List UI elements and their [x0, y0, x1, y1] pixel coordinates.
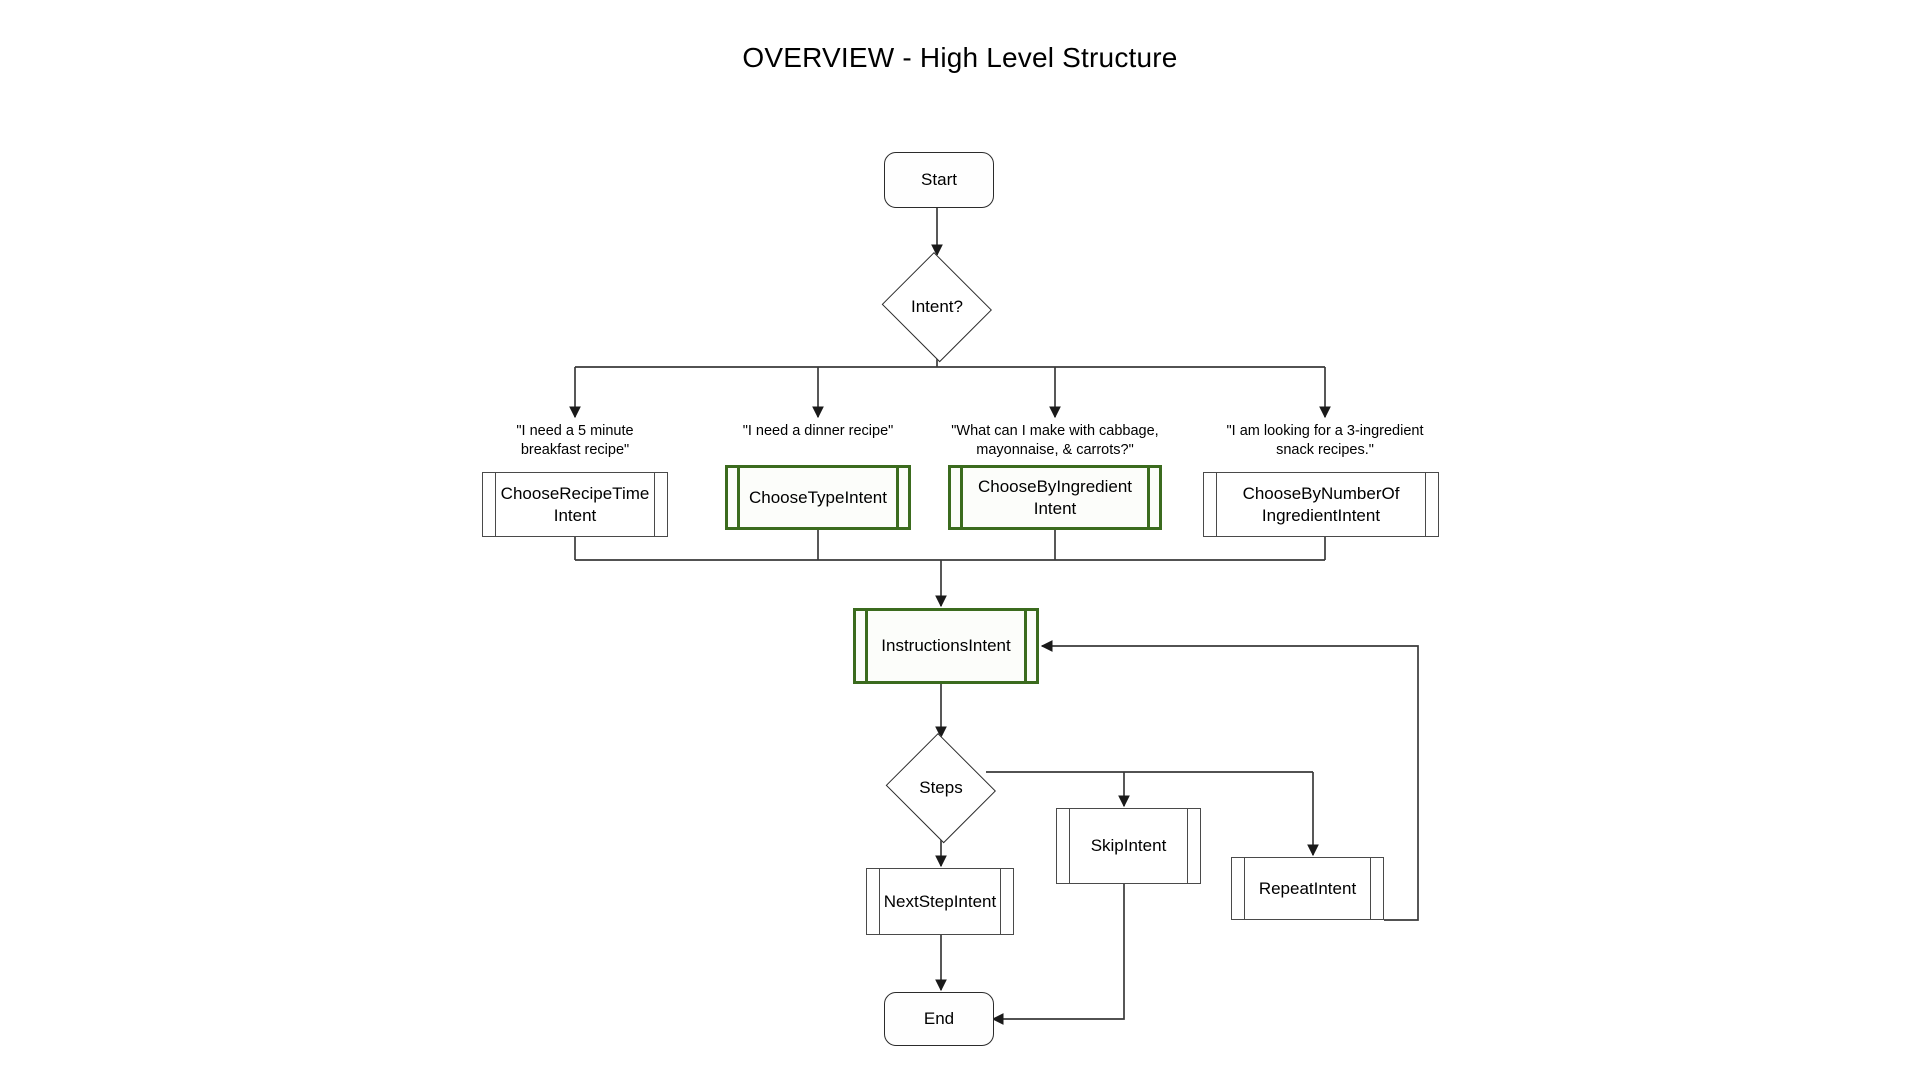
process-bar-left	[960, 468, 963, 527]
node-choose-by-ingredient[interactable]: ChooseByIngredient Intent	[948, 465, 1162, 530]
node-next-step-intent[interactable]: NextStepIntent	[866, 868, 1014, 935]
process-bar-right	[1024, 611, 1027, 681]
node-start-label: Start	[921, 170, 957, 190]
process-bar-right	[1000, 869, 1001, 934]
caption-line-2: mayonnaise, & carrots?"	[976, 441, 1134, 458]
process-bar-left	[1244, 858, 1245, 919]
process-bar-right	[896, 468, 899, 527]
node-steps-decision[interactable]: Steps	[883, 733, 999, 843]
caption-line-1: "I need a dinner recipe"	[742, 423, 894, 439]
process-bar-left	[1069, 809, 1070, 883]
process-bar-left	[1216, 473, 1217, 536]
label-line-2: Intent	[1033, 498, 1077, 518]
caption-to-choose-by-ingredient: "What can I make with cabbage, mayonnais…	[930, 422, 1180, 459]
label-line-1: ChooseByIngredient	[977, 477, 1133, 497]
process-bar-left	[737, 468, 740, 527]
node-end-label: End	[923, 1009, 955, 1029]
node-steps-decision-label: Steps	[919, 778, 963, 798]
node-next-step-intent-label: NextStepIntent	[883, 891, 997, 911]
node-choose-by-ingredient-label: ChooseByIngredient Intent	[958, 476, 1152, 519]
page-title: OVERVIEW - High Level Structure	[742, 42, 1178, 73]
caption-to-choose-by-number: "I am looking for a 3-ingredient snack r…	[1200, 422, 1450, 459]
caption-line-2: snack recipes."	[1276, 441, 1374, 458]
node-instructions-intent[interactable]: InstructionsIntent	[853, 608, 1039, 684]
node-start[interactable]: Start	[884, 152, 994, 208]
node-intent-decision[interactable]: Intent?	[879, 252, 995, 362]
node-choose-recipe-time[interactable]: ChooseRecipeTime Intent	[482, 472, 668, 537]
caption-line-2: breakfast recipe"	[520, 441, 630, 458]
process-bar-left	[865, 611, 868, 681]
caption-line-1: "I am looking for a 3-ingredient	[1226, 423, 1424, 439]
node-skip-intent[interactable]: SkipIntent	[1056, 808, 1201, 884]
process-bar-right	[1425, 473, 1426, 536]
label-line-2: Intent	[553, 505, 597, 525]
label-line-1: ChooseRecipeTime	[500, 484, 650, 504]
label-line-2: IngredientIntent	[1261, 505, 1381, 525]
node-skip-intent-label: SkipIntent	[1090, 836, 1167, 856]
process-bar-right	[1187, 809, 1188, 883]
process-bar-right	[1370, 858, 1371, 919]
caption-to-choose-type: "I need a dinner recipe"	[708, 422, 928, 441]
node-choose-by-number-of-ingredient-label: ChooseByNumberOf IngredientIntent	[1223, 483, 1420, 526]
node-intent-decision-label: Intent?	[911, 297, 963, 317]
process-bar-right	[654, 473, 655, 536]
node-repeat-intent-label: RepeatIntent	[1258, 878, 1357, 898]
label-line-1: ChooseByNumberOf	[1242, 484, 1400, 504]
caption-line-1: "What can I make with cabbage,	[951, 423, 1159, 439]
node-choose-by-number-of-ingredient[interactable]: ChooseByNumberOf IngredientIntent	[1203, 472, 1439, 537]
process-bar-right	[1147, 468, 1150, 527]
process-bar-left	[879, 869, 880, 934]
node-instructions-intent-label: InstructionsIntent	[881, 636, 1011, 656]
node-repeat-intent[interactable]: RepeatIntent	[1231, 857, 1384, 920]
node-choose-recipe-time-label: ChooseRecipeTime Intent	[481, 483, 670, 526]
edge-skip-to-end	[991, 884, 1125, 1025]
process-bar-left	[495, 473, 496, 536]
edge-repeat-to-instructions	[1040, 640, 1419, 921]
node-choose-type[interactable]: ChooseTypeIntent	[725, 465, 911, 530]
node-end[interactable]: End	[884, 992, 994, 1046]
node-choose-type-label: ChooseTypeIntent	[749, 487, 887, 507]
caption-to-choose-recipe-time: "I need a 5 minute breakfast recipe"	[465, 422, 685, 459]
caption-line-1: "I need a 5 minute	[516, 423, 634, 439]
